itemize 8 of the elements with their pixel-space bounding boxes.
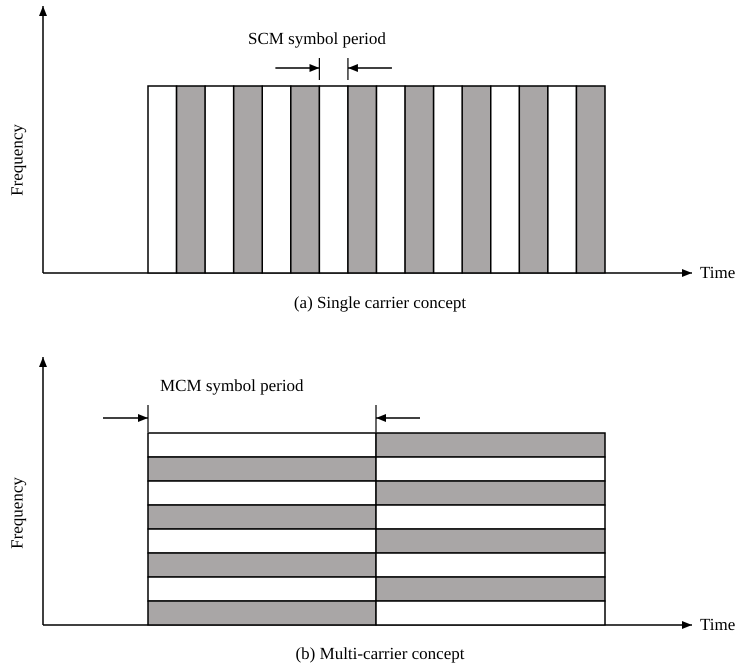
- caption: (a) Single carrier concept: [294, 294, 466, 313]
- dimension-label: SCM symbol period: [248, 30, 386, 49]
- axis-label: Time: [700, 616, 736, 635]
- dimension-label: MCM symbol period: [160, 377, 304, 396]
- axis-label: Frequency: [8, 477, 28, 549]
- axis-label: Time: [700, 264, 736, 283]
- axis-label: Frequency: [8, 124, 28, 196]
- caption: (b) Multi-carrier concept: [296, 645, 464, 664]
